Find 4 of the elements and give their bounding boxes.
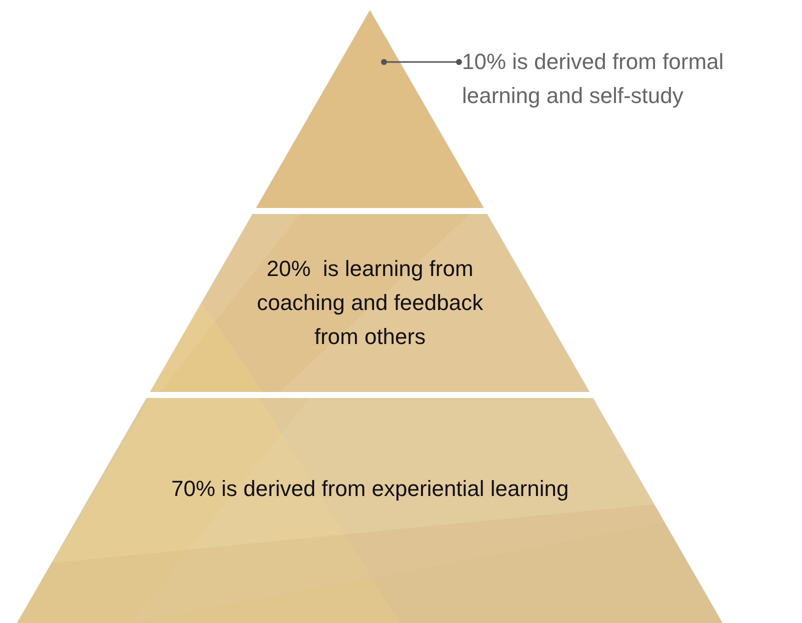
leader-line <box>381 59 462 65</box>
tier-label: 20% is learning from coaching and feedback from others <box>256 255 484 351</box>
annotation-text: 10% is derived from formal learning and self-study <box>462 48 725 110</box>
tier-label: 70% is derived from experiential learning <box>170 475 570 503</box>
